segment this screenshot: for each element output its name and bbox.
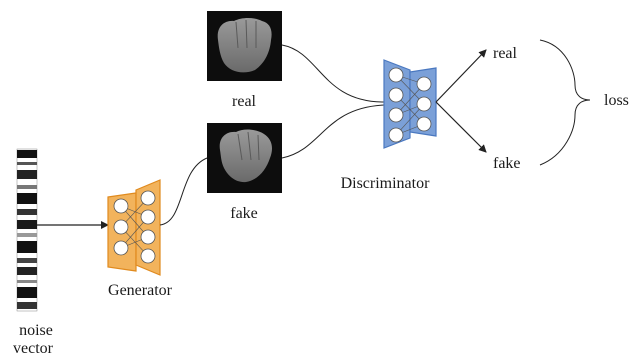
discriminator-to-fake-arrow [435, 101, 487, 153]
noise-label-line2: vector [13, 340, 53, 357]
fake-to-discriminator-connector [281, 104, 385, 159]
discriminator-to-real-arrow [435, 49, 487, 103]
generator-label: Generator [108, 282, 172, 299]
real-to-discriminator-connector [281, 44, 385, 103]
output-fake-label: fake [493, 155, 521, 172]
fake-image [207, 123, 282, 193]
discriminator-block [383, 59, 437, 149]
noise-label-line1: noise [19, 322, 53, 339]
generator-to-fake-connector [159, 157, 208, 226]
real-image [207, 11, 282, 81]
output-real-label: real [493, 45, 517, 62]
loss-label: loss [604, 92, 629, 109]
loss-brace [539, 39, 591, 166]
real-image-label: real [232, 93, 256, 110]
generator-block [107, 179, 161, 276]
discriminator-label: Discriminator [340, 175, 430, 192]
noise-vector [16, 148, 38, 312]
fake-image-label: fake [230, 205, 258, 222]
